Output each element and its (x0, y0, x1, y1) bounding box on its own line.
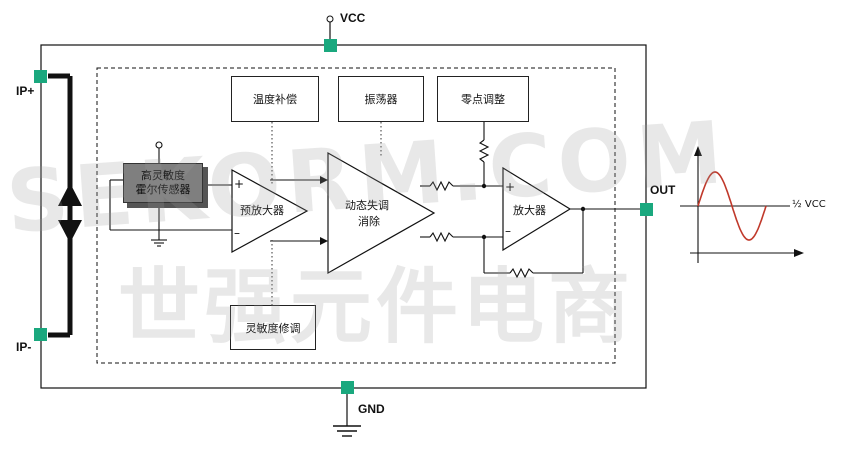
gnd-label: GND (358, 402, 385, 416)
hall-sensor-wiring (109, 141, 233, 240)
temperature-compensation-label: 温度补偿 (253, 93, 297, 106)
gnd-pin-marker (341, 381, 354, 394)
input-resistor-top (429, 180, 454, 192)
amplifier-plus-sign: + (505, 180, 516, 194)
vcc-pin-marker (324, 39, 337, 52)
offset-cancel-triangle (327, 151, 436, 275)
feedback-resistor (509, 267, 534, 279)
preamp-label: 预放大器 (240, 204, 284, 217)
ip-plus-label: IP+ (16, 84, 35, 98)
amplifier-minus-sign: – (505, 224, 511, 238)
ip-plus-pin-marker (34, 70, 47, 83)
oscillator-block: 振荡器 (338, 76, 424, 122)
temperature-compensation-block: 温度补偿 (231, 76, 319, 122)
half-vcc-label: ½ VCC (792, 199, 826, 210)
input-resistor-bottom (429, 231, 454, 243)
output-waveform-axes (680, 150, 800, 263)
out-pin-marker (640, 203, 653, 216)
sensor-ground-symbol (151, 239, 167, 247)
out-label: OUT (650, 183, 676, 197)
preamp-minus-sign: – (234, 226, 240, 240)
offset-cancel-label-line2: 消除 (358, 215, 380, 228)
preamp-output-arrows (270, 179, 322, 242)
ip-minus-label: IP- (16, 340, 32, 354)
inner-die-dashed-border (96, 67, 616, 364)
current-direction-arrows (58, 183, 82, 243)
amplifier-triangle (502, 166, 572, 252)
sensitivity-trim-block: 灵敏度修调 (230, 305, 316, 350)
hall-sensor-block: 高灵敏度 霍尔传感器 (123, 163, 209, 208)
amplifier-label: 放大器 (513, 204, 546, 217)
hall-sensor-label-line2: 霍尔传感器 (135, 183, 191, 196)
output-sine-wave (697, 171, 767, 241)
vcc-terminal (326, 15, 334, 23)
ip-minus-pin-marker (34, 328, 47, 341)
oscillator-label: 振荡器 (364, 93, 398, 106)
zero-adjust-resistor (478, 139, 490, 163)
ground-symbol (333, 425, 361, 437)
zero-adjust-label: 零点调整 (461, 93, 505, 106)
zero-adjust-block: 零点调整 (437, 76, 529, 122)
sensitivity-trim-label: 灵敏度修调 (245, 321, 301, 335)
preamp-plus-sign: + (234, 177, 245, 191)
preamp-triangle (231, 168, 309, 254)
vcc-label: VCC (340, 11, 366, 25)
control-links (271, 122, 382, 305)
hall-sensor-label-line1: 高灵敏度 (141, 169, 185, 182)
offset-cancel-label-line1: 动态失调 (345, 199, 389, 212)
